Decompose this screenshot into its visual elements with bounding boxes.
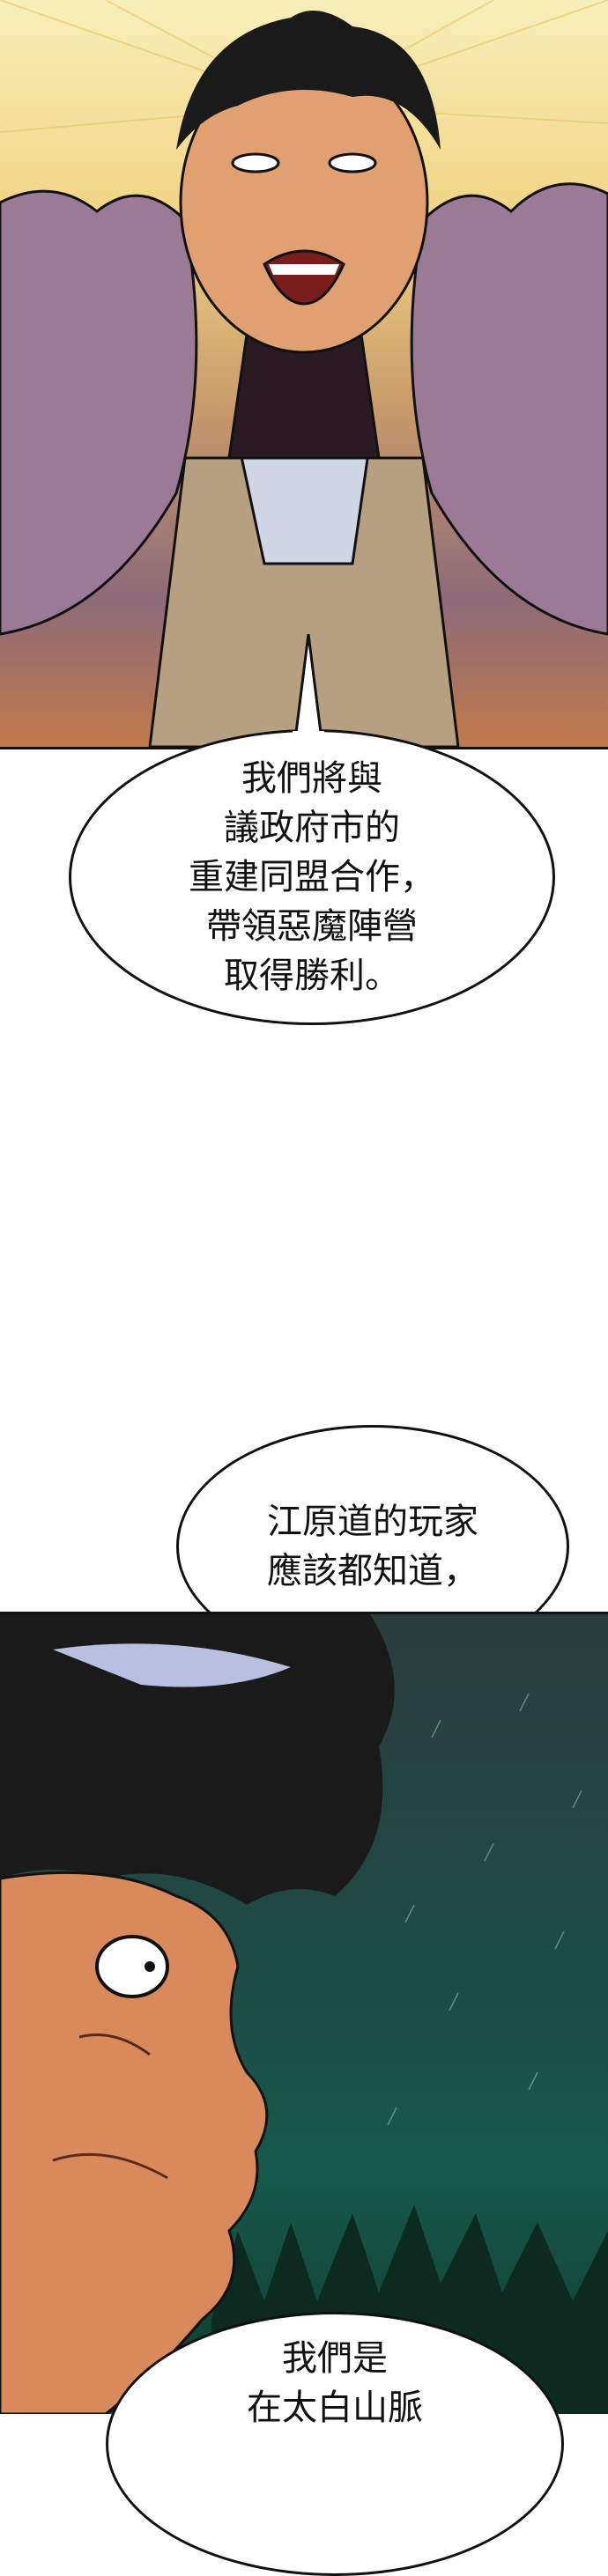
hair xyxy=(176,11,441,150)
profile-hair xyxy=(0,1614,395,1905)
speech-bubble-2-text: 江原道的玩家 應該都知道， xyxy=(267,1502,478,1591)
speech-bubble-3-text: 我們是 在太白山脈 xyxy=(247,2338,423,2428)
fur-collar-right xyxy=(410,182,608,636)
panel-art-profile-rain xyxy=(0,1614,608,2414)
left-eye xyxy=(231,152,280,173)
speech-bubble-1-text: 我們將與 議政府市的 重建同盟合作， 帶領惡魔陣營 取得勝利。 xyxy=(189,758,435,996)
right-eye xyxy=(328,152,377,173)
profile-pupil xyxy=(145,1961,155,1972)
face-wrinkle xyxy=(78,2033,151,2056)
profile-eye xyxy=(95,1935,169,1998)
comic-panel-top xyxy=(0,0,608,749)
speech-bubble-1: 我們將與 議政府市的 重建同盟合作， 帶領惡魔陣營 取得勝利。 xyxy=(69,729,555,1025)
rain-streaks xyxy=(360,1666,582,2126)
teeth xyxy=(269,264,339,275)
panel-art-man-fur-collar xyxy=(0,0,608,747)
speech-bubble-3: 我們是 在太白山脈 xyxy=(106,2312,564,2576)
speech-bubble-1-tail xyxy=(293,634,324,740)
face-wrinkle-2 xyxy=(52,2152,168,2180)
comic-panel-bottom xyxy=(0,1612,608,2414)
fur-collar-left xyxy=(0,189,198,636)
profile-face xyxy=(0,1871,269,2414)
hair-highlight xyxy=(53,1643,291,1687)
